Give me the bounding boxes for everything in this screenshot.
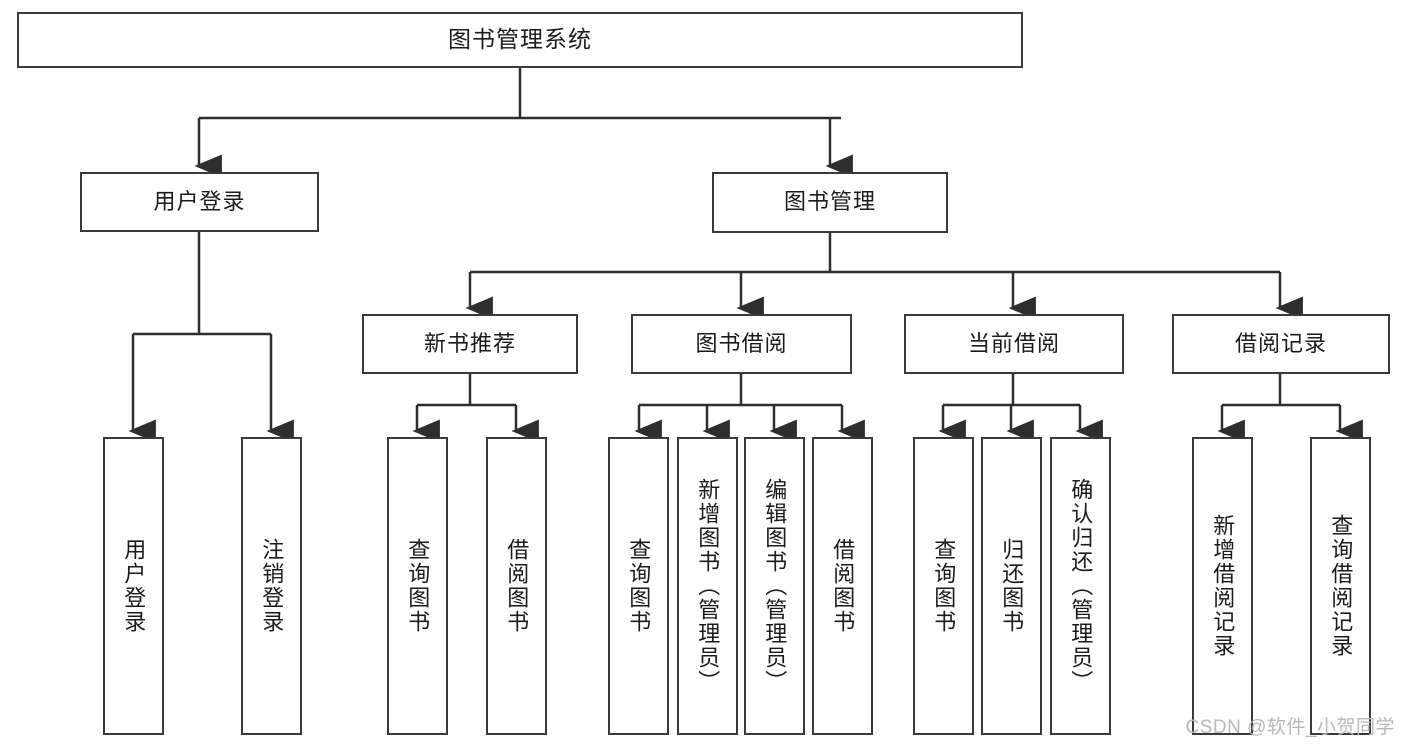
node-label: 查询图书 [405, 538, 431, 634]
node-label: 查询图书 [626, 538, 652, 634]
node-leaf-query-book-borrow[interactable]: 查询图书 [608, 437, 669, 735]
node-label: 查询图书 [931, 538, 957, 634]
node-leaf-user-login[interactable]: 用户登录 [103, 437, 164, 735]
node-leaf-return-book[interactable]: 归还图书 [981, 437, 1042, 735]
node-leaf-query-book-current[interactable]: 查询图书 [913, 437, 974, 735]
node-leaf-borrow-book-recommend[interactable]: 借阅图书 [486, 437, 547, 735]
node-leaf-confirm-return[interactable]: 确认归还（管理员） [1050, 437, 1111, 735]
node-label: 确认归还（管理员） [1068, 478, 1094, 694]
node-leaf-query-record[interactable]: 查询借阅记录 [1310, 437, 1371, 735]
node-new-book-recommend[interactable]: 新书推荐 [362, 314, 578, 374]
node-current-borrow[interactable]: 当前借阅 [904, 314, 1124, 374]
node-label: 编辑图书（管理员） [762, 478, 788, 694]
node-book-manage[interactable]: 图书管理 [712, 172, 948, 233]
node-leaf-logout[interactable]: 注销登录 [241, 437, 302, 735]
node-leaf-add-record[interactable]: 新增借阅记录 [1192, 437, 1253, 735]
node-label: 新增借阅记录 [1210, 514, 1236, 658]
node-label: 借阅图书 [504, 538, 530, 634]
node-label: 归还图书 [999, 538, 1025, 634]
csdn-watermark: CSDN @软件_小贺同学 [1185, 717, 1395, 738]
node-label: 注销登录 [259, 538, 285, 634]
node-root[interactable]: 图书管理系统 [17, 12, 1023, 68]
node-label: 查询借阅记录 [1328, 514, 1354, 658]
node-label: 借阅图书 [830, 538, 856, 634]
node-user-login[interactable]: 用户登录 [80, 172, 319, 232]
node-book-borrow[interactable]: 图书借阅 [631, 314, 852, 374]
node-leaf-edit-book[interactable]: 编辑图书（管理员） [744, 437, 805, 735]
node-leaf-query-book-recommend[interactable]: 查询图书 [387, 437, 448, 735]
node-leaf-borrow-book[interactable]: 借阅图书 [812, 437, 873, 735]
node-label: 用户登录 [121, 538, 147, 634]
node-leaf-add-book[interactable]: 新增图书（管理员） [677, 437, 738, 735]
node-borrow-record[interactable]: 借阅记录 [1172, 314, 1390, 374]
node-label: 新增图书（管理员） [695, 478, 721, 694]
